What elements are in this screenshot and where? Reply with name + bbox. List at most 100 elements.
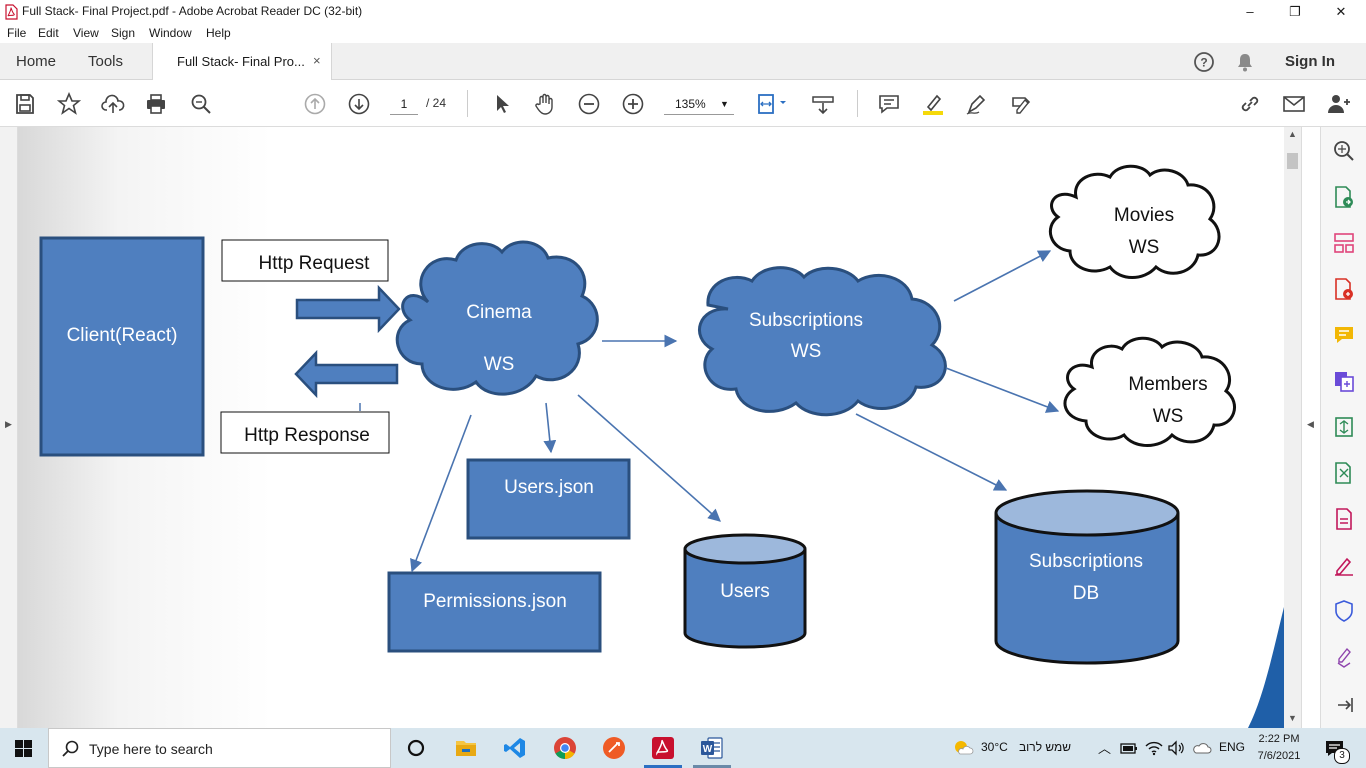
menu-help[interactable]: Help	[206, 26, 231, 40]
http-response-label: Http Response	[244, 425, 370, 446]
highlight-icon[interactable]	[921, 92, 945, 116]
weather-text[interactable]: שמש לרוב	[1019, 740, 1072, 754]
arrow-subscriptions-to-db	[855, 413, 1008, 491]
title-bar: Full Stack- Final Project.pdf - Adobe Ac…	[0, 0, 1366, 23]
print-icon[interactable]	[144, 92, 168, 116]
create-pdf-icon[interactable]	[1332, 277, 1356, 301]
menu-edit[interactable]: Edit	[38, 26, 59, 40]
close-tab-button[interactable]: ×	[313, 53, 321, 68]
page-number-input[interactable]: 1	[390, 94, 418, 115]
zoom-out-icon[interactable]	[577, 92, 601, 116]
battery-icon[interactable]	[1120, 740, 1138, 756]
vertical-scrollbar[interactable]: ▲ ▼	[1284, 127, 1301, 728]
word-icon[interactable]: W	[700, 736, 724, 760]
protect-pdf-icon[interactable]	[1332, 507, 1356, 531]
menu-file[interactable]: File	[7, 26, 27, 40]
acrobat-taskbar-icon[interactable]	[651, 736, 675, 760]
tab-tools[interactable]: Tools	[88, 53, 124, 70]
members-ws-cloud: Members WS	[1063, 336, 1236, 447]
draw-icon[interactable]	[965, 92, 989, 116]
link-icon[interactable]	[1238, 92, 1262, 116]
pdf-page[interactable]: Client(React) Http Request Http Response…	[18, 127, 1284, 728]
save-icon[interactable]	[13, 92, 37, 116]
sign-in-link[interactable]: Sign In	[1285, 53, 1335, 70]
compress-icon[interactable]	[1332, 415, 1356, 439]
organize-icon[interactable]	[1332, 231, 1356, 255]
prev-page-icon[interactable]	[303, 92, 327, 116]
email-icon[interactable]	[1282, 92, 1306, 116]
taskbar-search-box[interactable]: Type here to search	[48, 728, 391, 768]
next-page-icon[interactable]	[347, 92, 371, 116]
left-panel-toggle[interactable]: ▶	[0, 127, 18, 728]
subscriptions-ws-cloud: Subscriptions WS	[697, 266, 947, 417]
tray-chevron-icon[interactable]: ︿	[1098, 741, 1112, 756]
collapse-panel-icon[interactable]	[1332, 693, 1356, 717]
menu-view[interactable]: View	[73, 26, 99, 40]
postman-icon[interactable]	[602, 736, 626, 760]
permissions-json-label: Permissions.json	[423, 591, 567, 612]
fit-page-icon[interactable]	[755, 92, 791, 116]
hand-icon[interactable]	[533, 92, 557, 116]
scroll-down-icon[interactable]: ▼	[1288, 713, 1297, 723]
more-tools-icon[interactable]	[1332, 645, 1356, 669]
connector-arrows	[410, 250, 1060, 573]
active-app-indicator	[644, 765, 682, 768]
scroll-up-icon[interactable]: ▲	[1288, 129, 1297, 139]
zoom-panel-icon[interactable]	[1332, 139, 1356, 163]
language-indicator[interactable]: ENG	[1219, 740, 1246, 754]
speaker-icon[interactable]	[1167, 740, 1185, 756]
cinema-label-1: Cinema	[466, 302, 532, 323]
weather-icon[interactable]	[952, 738, 974, 758]
wifi-icon[interactable]	[1145, 740, 1163, 756]
file-explorer-icon[interactable]	[454, 736, 478, 760]
comment-tool-icon[interactable]	[1332, 323, 1356, 347]
right-panel-toggle[interactable]: ◀	[1301, 127, 1320, 728]
add-user-icon[interactable]	[1326, 92, 1350, 116]
windows-start-icon[interactable]	[15, 740, 32, 757]
windows-taskbar: Type here to search W 30°C שמש לרוב ︿ EN…	[0, 728, 1366, 768]
scroll-mode-icon[interactable]	[811, 92, 835, 116]
members-label-2: WS	[1153, 406, 1184, 427]
help-icon[interactable]: ?	[1193, 51, 1215, 73]
system-clock[interactable]: 2:22 PM 7/6/2021	[1253, 731, 1305, 765]
select-icon[interactable]	[490, 92, 514, 116]
bell-icon[interactable]	[1235, 51, 1255, 73]
chrome-icon[interactable]	[553, 736, 577, 760]
tab-home[interactable]: Home	[16, 53, 57, 70]
star-icon[interactable]	[56, 91, 82, 116]
subscriptions-db-label-2: DB	[1073, 583, 1099, 604]
task-view-icon[interactable]	[404, 736, 428, 760]
notification-count-badge: 3	[1334, 748, 1350, 764]
search-icon[interactable]	[189, 92, 213, 116]
tab-document[interactable]: Full Stack- Final Pro... ×	[152, 43, 332, 80]
combine-icon[interactable]	[1332, 369, 1356, 393]
http-request-box: Http Request	[221, 239, 389, 282]
request-arrow	[295, 284, 401, 334]
edit-icon[interactable]	[1332, 461, 1356, 485]
export-pdf-icon[interactable]	[1332, 185, 1356, 209]
maximize-button[interactable]: ❐	[1289, 3, 1301, 19]
shield-icon[interactable]	[1332, 599, 1356, 623]
menu-window[interactable]: Window	[149, 26, 192, 40]
vscode-icon[interactable]	[503, 736, 527, 760]
minimize-button[interactable]: –	[1246, 4, 1254, 19]
zoom-in-icon[interactable]	[621, 92, 645, 116]
page-total: / 24	[426, 96, 447, 110]
fill-sign-icon[interactable]	[1009, 92, 1033, 116]
scroll-thumb[interactable]	[1287, 153, 1298, 169]
close-window-button[interactable]: ✕	[1335, 3, 1347, 19]
weather-temp[interactable]: 30°C	[981, 740, 1008, 754]
zoom-select[interactable]: 135% ▼	[664, 94, 734, 115]
menu-sign[interactable]: Sign	[111, 26, 136, 40]
onedrive-icon[interactable]	[1192, 740, 1212, 756]
zoom-value: 135%	[675, 97, 706, 111]
fill-sign-tool-icon[interactable]	[1332, 553, 1356, 577]
response-arrow	[294, 349, 399, 399]
running-app-indicator	[693, 765, 731, 768]
http-request-label: Http Request	[259, 253, 371, 274]
toolbar: 1 / 24 135% ▼	[0, 80, 1366, 127]
arrow-subscriptions-to-members	[945, 367, 1060, 413]
arrow-cinema-to-users-db	[577, 394, 721, 522]
upload-icon[interactable]	[101, 92, 125, 116]
comment-icon[interactable]	[877, 92, 901, 116]
